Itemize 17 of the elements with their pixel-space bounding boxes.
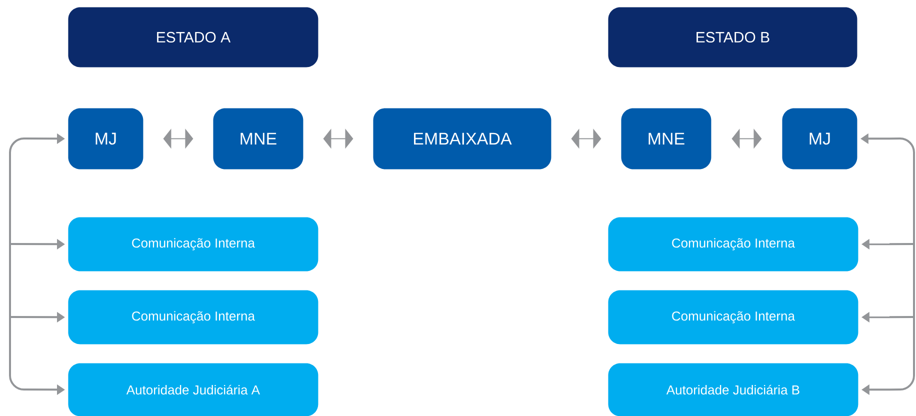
agency-box: MJ <box>782 108 858 170</box>
process-box: Autoridade Judiciária B <box>608 363 858 416</box>
arrow <box>732 128 762 149</box>
agency-box: MNE <box>213 108 304 170</box>
header-box: ESTADO B <box>608 7 858 68</box>
process-box: Comunicação Interna <box>68 290 318 344</box>
arrow <box>163 128 194 149</box>
agency-box: MJ <box>68 108 144 170</box>
agency-box: MNE <box>621 108 712 170</box>
process-box: Comunicação Interna <box>68 217 318 272</box>
process-box: Comunicação Interna <box>608 217 858 272</box>
header-box: ESTADO A <box>68 7 318 68</box>
process-box: Comunicação Interna <box>608 290 858 344</box>
arrow <box>571 128 602 149</box>
arrow <box>323 128 354 149</box>
agency-box: EMBAIXADA <box>373 108 552 170</box>
process-box: Autoridade Judiciária A <box>68 363 318 416</box>
